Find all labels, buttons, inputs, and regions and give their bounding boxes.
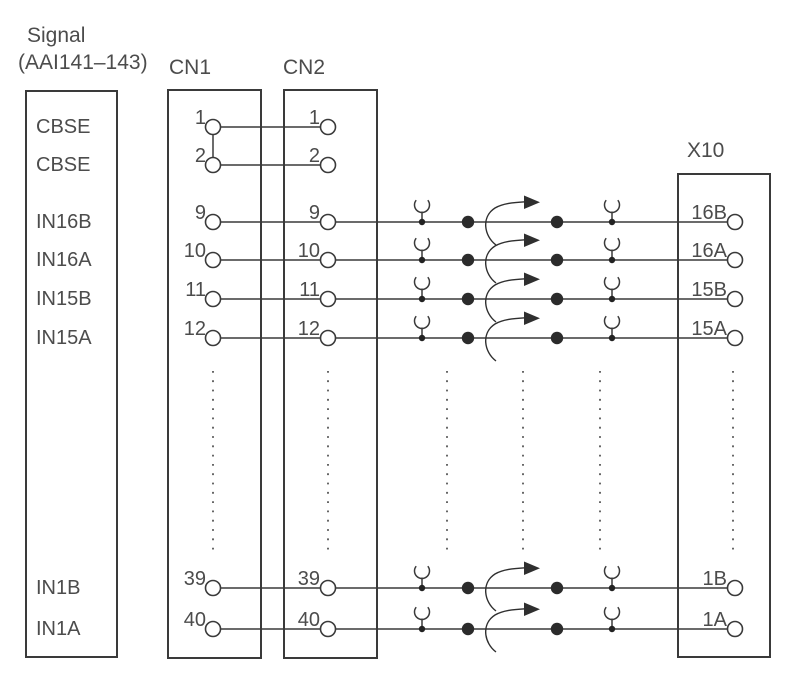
cn1-pin-number: 1 <box>194 107 206 129</box>
row-6-symbols <box>413 310 621 362</box>
splice-point-dot <box>550 215 564 229</box>
cn2-pin-number: 10 <box>297 240 320 262</box>
x10-terminal-label: 15A <box>691 318 727 340</box>
splice-point-dot <box>461 253 475 267</box>
cn1-pin-number: 10 <box>183 240 206 262</box>
splice-point-dot <box>461 581 475 595</box>
termination-symbols <box>413 194 621 653</box>
x10-terminal-label: 1B <box>702 568 727 590</box>
cn1-pin-number: 2 <box>194 145 206 167</box>
x10-terminal-label: 16A <box>691 240 727 262</box>
cn2-pin-circles <box>319 118 337 638</box>
connector-x10-title: X10 <box>687 139 725 162</box>
connector-cn1-title: CN1 <box>169 56 212 79</box>
splice-point-dot <box>461 215 475 229</box>
splice-point-dot <box>550 253 564 267</box>
continuation-ellipsis <box>212 371 734 556</box>
cn2-pin-number: 2 <box>308 145 320 167</box>
cn2-pin-number: 40 <box>297 609 320 631</box>
x10-terminal-label: 16B <box>691 202 727 224</box>
splice-point-dot <box>550 581 564 595</box>
x10-pin-circles <box>726 213 744 638</box>
signal-box <box>25 90 118 658</box>
row-4-symbols <box>413 232 621 284</box>
cn2-pin-number: 1 <box>308 107 320 129</box>
module-range-label: (AAI141–143) <box>18 51 148 74</box>
signal-label: IN1B <box>36 577 81 599</box>
cn1-pin-circles <box>204 118 222 638</box>
cn1-pin-number: 12 <box>183 318 206 340</box>
x10-box <box>677 173 771 658</box>
cn1-pin-number: 9 <box>194 202 206 224</box>
splice-point-dot <box>461 622 475 636</box>
signal-label: IN16B <box>36 211 92 233</box>
twisted-pair-arrow-icon <box>484 560 541 612</box>
cn1-pin-number: 40 <box>183 609 206 631</box>
cn1-box <box>167 89 262 659</box>
x10-terminal-label: 1A <box>702 609 727 631</box>
connector-cn2-title: CN2 <box>283 56 326 79</box>
row-3-symbols <box>413 194 621 246</box>
twisted-pair-arrow-icon <box>484 271 541 323</box>
signal-label: IN16A <box>36 249 92 271</box>
cn2-pin-number: 39 <box>297 568 320 590</box>
twisted-pair-arrow-icon <box>484 232 541 284</box>
cn2-pin-number: 12 <box>297 318 320 340</box>
x10-terminal-label: 15B <box>691 279 727 301</box>
signal-label: CBSE <box>36 116 91 138</box>
cn2-box <box>283 89 378 659</box>
cn1-pin-number: 39 <box>183 568 206 590</box>
signal-label: CBSE <box>36 154 91 176</box>
splice-point-dot <box>550 331 564 345</box>
signal-label: IN1A <box>36 618 81 640</box>
splice-point-dot <box>461 331 475 345</box>
splice-point-dot <box>550 292 564 306</box>
cn2-pin-number: 9 <box>308 202 320 224</box>
signal-column-title: Signal <box>27 24 86 47</box>
signal-label: IN15A <box>36 327 92 349</box>
splice-point-dot <box>550 622 564 636</box>
cn2-pin-number: 11 <box>299 279 320 301</box>
row-8-symbols <box>413 601 621 653</box>
twisted-pair-arrow-icon <box>484 310 541 362</box>
cn1-pin-number: 11 <box>185 279 206 301</box>
row-7-symbols <box>413 560 621 612</box>
row-5-symbols <box>413 271 621 323</box>
signal-label: IN15B <box>36 288 92 310</box>
splice-point-dot <box>461 292 475 306</box>
